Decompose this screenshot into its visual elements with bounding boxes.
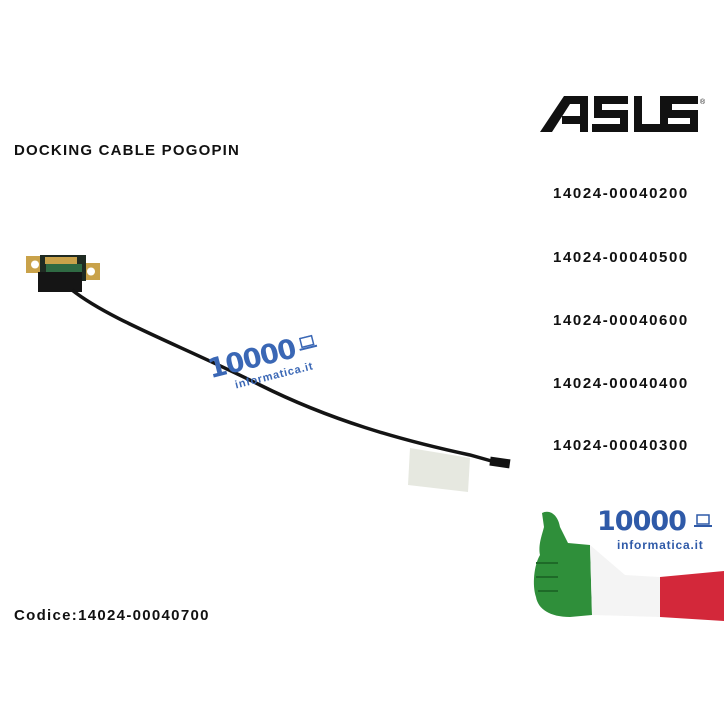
laptop-icon — [694, 514, 712, 527]
compatible-code: 14024-00040400 — [553, 375, 689, 392]
compatible-code: 14024-00040300 — [553, 437, 689, 454]
watermark: 10000 informatica.it — [205, 328, 323, 397]
asus-logo — [540, 96, 698, 132]
thumbs-up-flag-icon — [533, 511, 724, 621]
compatible-code: 14024-00040600 — [553, 312, 689, 329]
registered-mark: ® — [700, 99, 706, 106]
store-logo-site: informatica.it — [617, 538, 704, 552]
product-code: Codice:14024-00040700 — [14, 607, 210, 624]
compatible-code: 14024-00040500 — [553, 249, 689, 266]
product-title: DOCKING CABLE POGOPIN — [14, 142, 241, 159]
store-logo-number: 10000 — [597, 506, 687, 537]
compatible-code: 14024-00040200 — [553, 185, 689, 202]
laptop-icon — [299, 334, 318, 351]
